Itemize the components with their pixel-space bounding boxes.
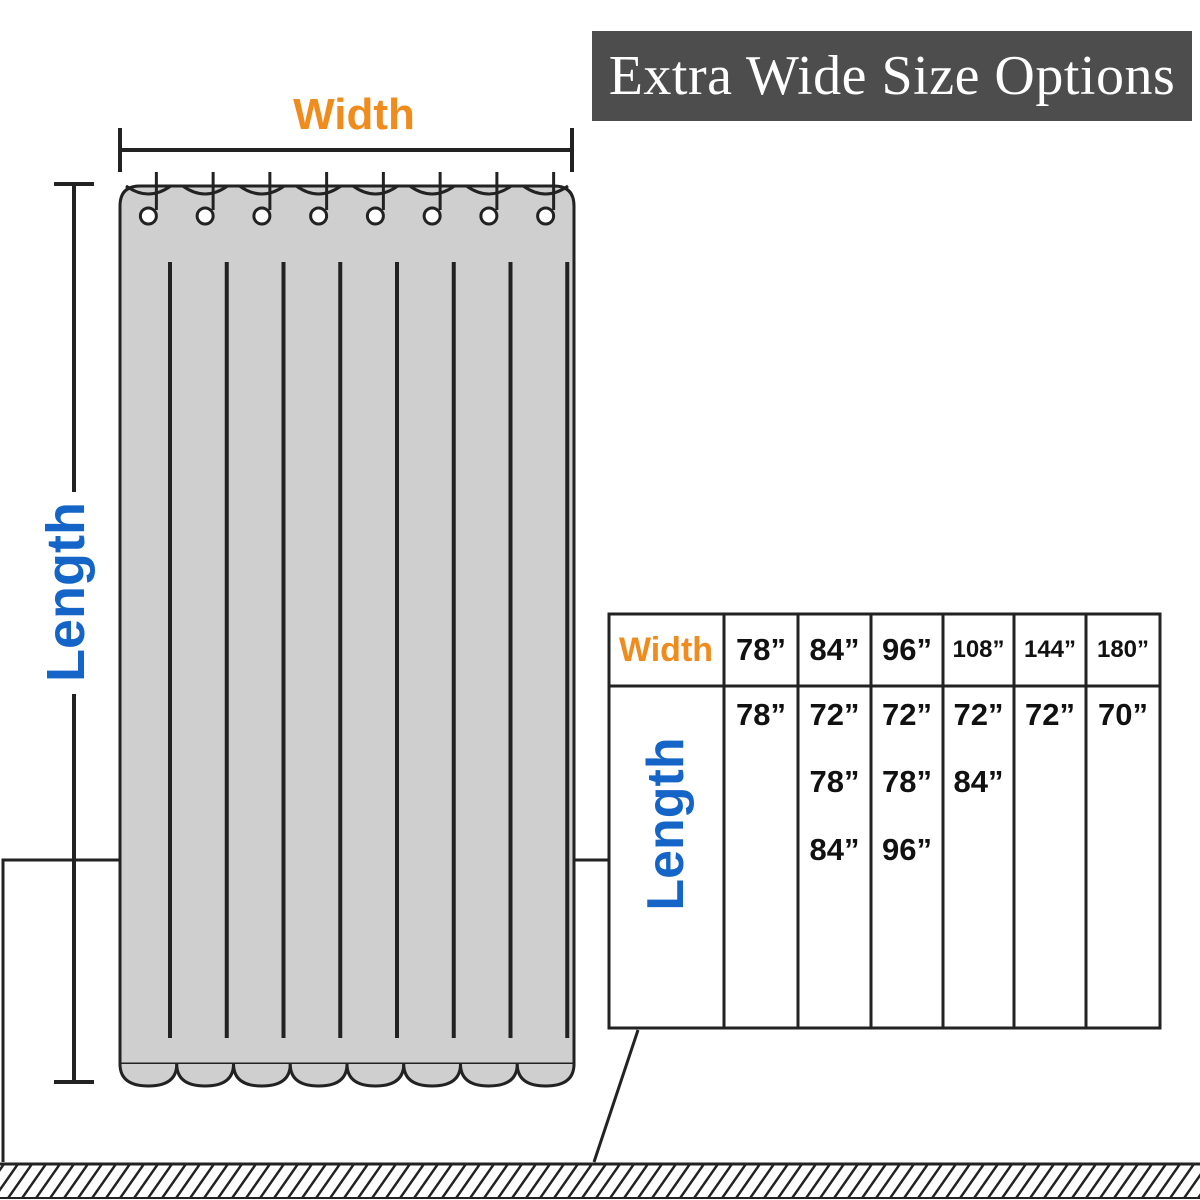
bottom-scallop <box>118 1063 179 1088</box>
table-width-header: Width <box>618 630 714 669</box>
width-dimension-line <box>118 128 574 172</box>
table-length-value: 84” <box>953 764 1004 799</box>
table-length-value: 78” <box>809 764 860 799</box>
table-length-value: 78” <box>882 764 932 799</box>
grommet <box>252 206 272 226</box>
bottom-scallop <box>459 1063 519 1088</box>
top-scallop <box>352 184 399 196</box>
table-length-value: 84” <box>809 832 860 867</box>
table-width-value: 144” <box>1023 636 1077 663</box>
table-length-value: 72” <box>953 697 1004 732</box>
top-scallop <box>181 184 229 196</box>
top-scallop <box>125 184 172 196</box>
table-width-value: 108” <box>952 636 1005 663</box>
table-length-value: 70” <box>1098 697 1148 732</box>
top-scallop <box>295 184 342 196</box>
table-length-value: 78” <box>736 697 786 732</box>
top-scallop <box>522 184 569 196</box>
grommet <box>536 206 556 226</box>
grommet <box>195 206 215 226</box>
grommet <box>309 206 329 226</box>
room-outline <box>1 858 640 1163</box>
top-scallop <box>238 184 286 196</box>
page-title: Extra Wide Size Options <box>608 45 1176 107</box>
table-width-value: 96” <box>882 632 932 667</box>
bottom-scallop <box>402 1063 462 1088</box>
table-width-value: 180” <box>1096 636 1150 663</box>
grommet <box>422 206 442 226</box>
table-length-value: 72” <box>1025 697 1075 732</box>
table-width-value: 78” <box>736 632 786 667</box>
top-scallop <box>465 184 513 196</box>
table-width-value: 84” <box>809 632 860 667</box>
top-scallop <box>408 184 456 196</box>
diagram-length-text: Length <box>36 502 96 682</box>
grommet <box>365 206 385 226</box>
table-length-text: Length <box>637 737 695 911</box>
bottom-scallop <box>515 1063 576 1088</box>
length-dimension-line <box>54 182 94 1084</box>
table-length-value: 72” <box>809 697 860 732</box>
floor <box>0 1162 1200 1199</box>
title-banner: Extra Wide Size Options <box>592 31 1192 121</box>
grommet <box>138 206 158 226</box>
grommet <box>479 206 499 226</box>
table-length-value: 96” <box>882 832 932 867</box>
bottom-scallop <box>232 1063 292 1088</box>
diagram-width-label: Width <box>293 90 415 139</box>
curtain-panel <box>118 172 576 1088</box>
bottom-scallop <box>288 1063 349 1088</box>
size-table-grid <box>607 612 1162 1030</box>
bottom-scallop <box>175 1063 235 1088</box>
bottom-scallop <box>345 1063 406 1088</box>
table-length-value: 72” <box>882 697 932 732</box>
